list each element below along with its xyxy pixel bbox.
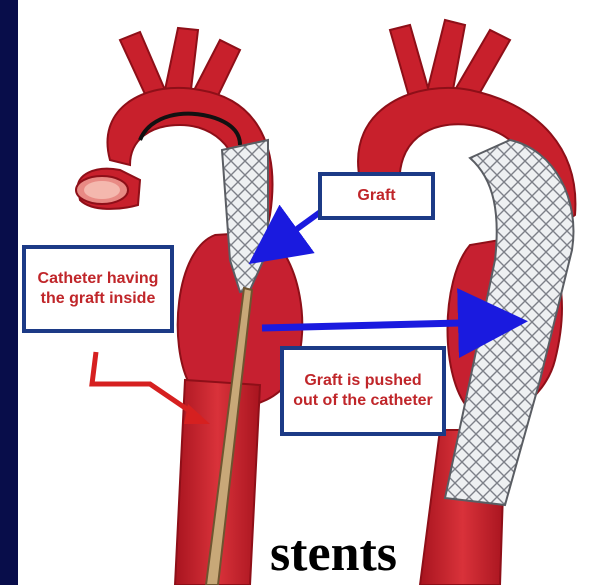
graft-pushed-label-text: Graft is pushed out of the catheter <box>290 371 436 411</box>
graft-pushed-label: Graft is pushed out of the catheter <box>280 346 446 436</box>
catheter-label-text: Catheter having the graft inside <box>32 269 164 309</box>
graft-label-text: Graft <box>357 186 395 206</box>
catheter-label: Catheter having the graft inside <box>22 245 174 333</box>
graft-label: Graft <box>318 172 435 220</box>
right-aorta <box>358 20 575 585</box>
page-title: stents <box>0 526 597 582</box>
